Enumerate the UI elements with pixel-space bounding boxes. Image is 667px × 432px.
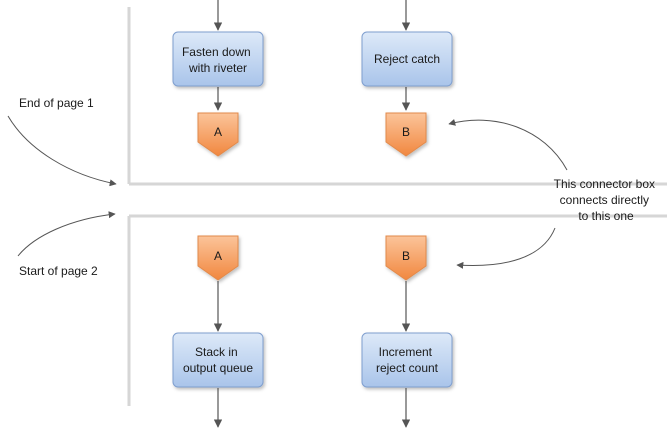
process-fasten-down[interactable]: Fasten down with riveter bbox=[172, 31, 264, 87]
process-fasten-line-2: with riveter bbox=[188, 61, 247, 75]
off-page-connector-b-page-2[interactable]: B bbox=[385, 235, 427, 281]
connector-a-label-page-1: A bbox=[214, 125, 222, 139]
connector-note-line-3: to this one bbox=[578, 209, 634, 223]
process-fasten-line-1: Fasten down bbox=[182, 45, 251, 59]
process-increment-line-2: reject count bbox=[376, 361, 439, 375]
process-increment-reject-count[interactable]: Increment reject count bbox=[361, 332, 453, 388]
connector-note-line-1: This connector box bbox=[554, 177, 655, 191]
page-1-border bbox=[127, 7, 667, 186]
process-stack-in-output-queue[interactable]: Stack in output queue bbox=[172, 332, 264, 388]
start-of-page-pointer bbox=[17, 211, 116, 257]
connector-note-line-2: connects directly bbox=[560, 193, 649, 207]
connector-note-pointer-up bbox=[448, 118, 568, 171]
end-of-page-pointer bbox=[7, 115, 117, 187]
svg-text:Fasten down with riveter: Fasten down with riveter bbox=[182, 45, 254, 75]
connector-b-label-page-2: B bbox=[402, 249, 410, 263]
connector-note-pointer-down bbox=[456, 227, 556, 269]
svg-text:Reject catch: Reject catch bbox=[374, 52, 440, 66]
off-page-connector-b-page-1[interactable]: B bbox=[385, 112, 427, 157]
end-of-page-label: End of page 1 bbox=[19, 96, 94, 110]
process-increment-line-1: Increment bbox=[379, 345, 433, 359]
connector-a-label-page-2: A bbox=[214, 249, 222, 263]
connector-b-label-page-1: B bbox=[402, 125, 410, 139]
svg-text:Increment reject count: Increment reject count bbox=[376, 345, 439, 375]
svg-text:Stack in output queue: Stack in output queue bbox=[183, 345, 253, 375]
off-page-connector-a-page-1[interactable]: A bbox=[197, 112, 239, 157]
process-stack-line-2: output queue bbox=[183, 361, 253, 375]
process-reject-catch[interactable]: Reject catch bbox=[361, 31, 453, 87]
page-2-border bbox=[127, 214, 667, 406]
process-reject-line-1: Reject catch bbox=[374, 52, 440, 66]
svg-text:This connector box connect: This connector box connects directly to … bbox=[554, 177, 659, 223]
start-of-page-label: Start of page 2 bbox=[19, 264, 98, 278]
process-stack-line-1: Stack in bbox=[195, 345, 238, 359]
off-page-connector-a-page-2[interactable]: A bbox=[197, 235, 239, 281]
